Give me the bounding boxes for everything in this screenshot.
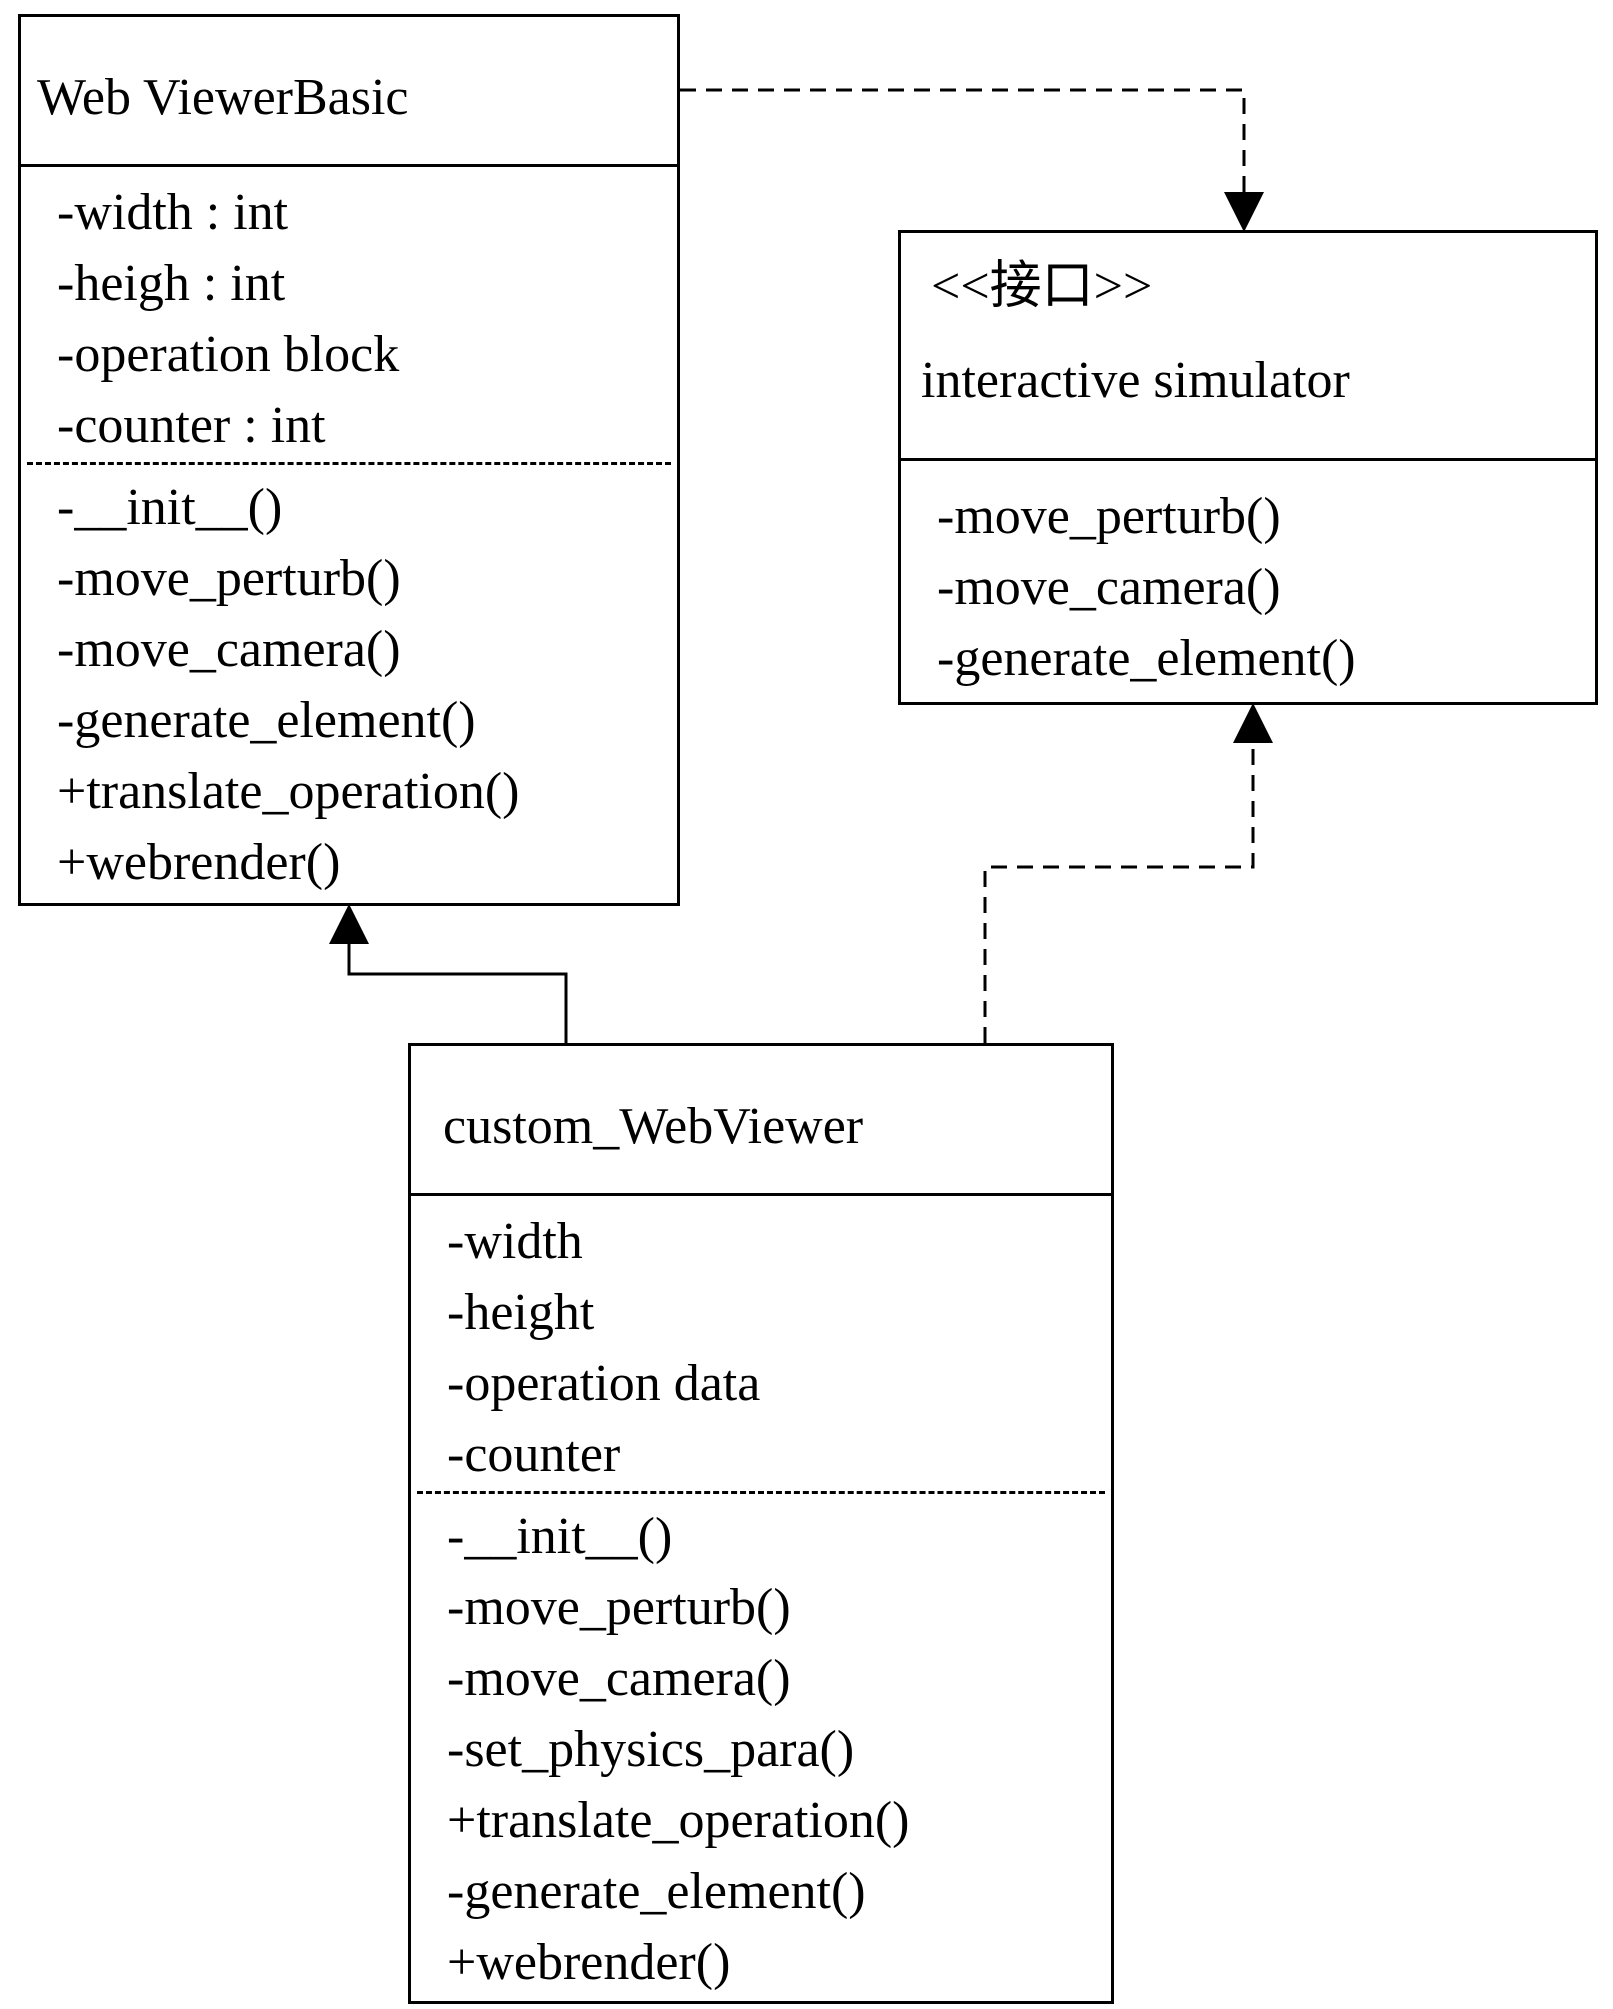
method: -__init__()	[447, 1508, 673, 1565]
class-header: custom_WebViewer	[411, 1046, 1111, 1196]
method: -generate_element()	[57, 692, 476, 749]
class-custom-web-viewer: custom_WebViewer -width -height -operati…	[408, 1043, 1114, 2004]
method: -move_perturb()	[937, 488, 1281, 545]
attribute-method-separator	[417, 1491, 1105, 1494]
method: -move_perturb()	[57, 550, 401, 607]
method: -move_perturb()	[447, 1579, 791, 1636]
method: +webrender()	[57, 834, 341, 891]
interface-interactive-simulator: <<接口>> interactive simulator -move_pertu…	[898, 230, 1598, 705]
class-name: custom_WebViewer	[443, 1098, 864, 1155]
method: +webrender()	[447, 1934, 731, 1991]
interface-name: interactive simulator	[921, 352, 1350, 409]
method: -generate_element()	[937, 630, 1356, 687]
realization-arrow-custom-to-interface	[983, 703, 1273, 1043]
interface-header: <<接口>> interactive simulator	[901, 233, 1595, 461]
class-header: Web ViewerBasic	[21, 17, 677, 167]
attribute: -heigh : int	[57, 255, 286, 312]
attribute: -width	[447, 1213, 583, 1270]
attribute: -operation block	[57, 326, 400, 383]
method: -set_physics_para()	[447, 1721, 855, 1778]
inheritance-arrow-custom-to-basic	[329, 904, 568, 1043]
method: -move_camera()	[57, 621, 401, 678]
method: -__init__()	[57, 479, 283, 536]
class-name: Web ViewerBasic	[37, 69, 409, 126]
dependency-arrow-basic-to-interface	[680, 88, 1264, 232]
class-web-viewer-basic: Web ViewerBasic -width : int -heigh : in…	[18, 14, 680, 906]
method: +translate_operation()	[447, 1792, 910, 1849]
attribute: -counter : int	[57, 397, 326, 454]
method: -generate_element()	[447, 1863, 866, 1920]
attribute: -width : int	[57, 184, 289, 241]
attribute: -height	[447, 1284, 595, 1341]
interface-body: -move_perturb() -move_camera() -generate…	[901, 461, 1595, 701]
method: +translate_operation()	[57, 763, 520, 820]
attribute-method-separator	[27, 462, 671, 465]
class-body: -width : int -heigh : int -operation blo…	[21, 167, 677, 903]
method: -move_camera()	[937, 559, 1281, 616]
class-body: -width -height -operation data -counter …	[411, 1196, 1111, 2001]
method: -move_camera()	[447, 1650, 791, 1707]
attribute: -counter	[447, 1426, 621, 1483]
attribute: -operation data	[447, 1355, 761, 1412]
stereotype-label: <<接口>>	[931, 258, 1153, 315]
